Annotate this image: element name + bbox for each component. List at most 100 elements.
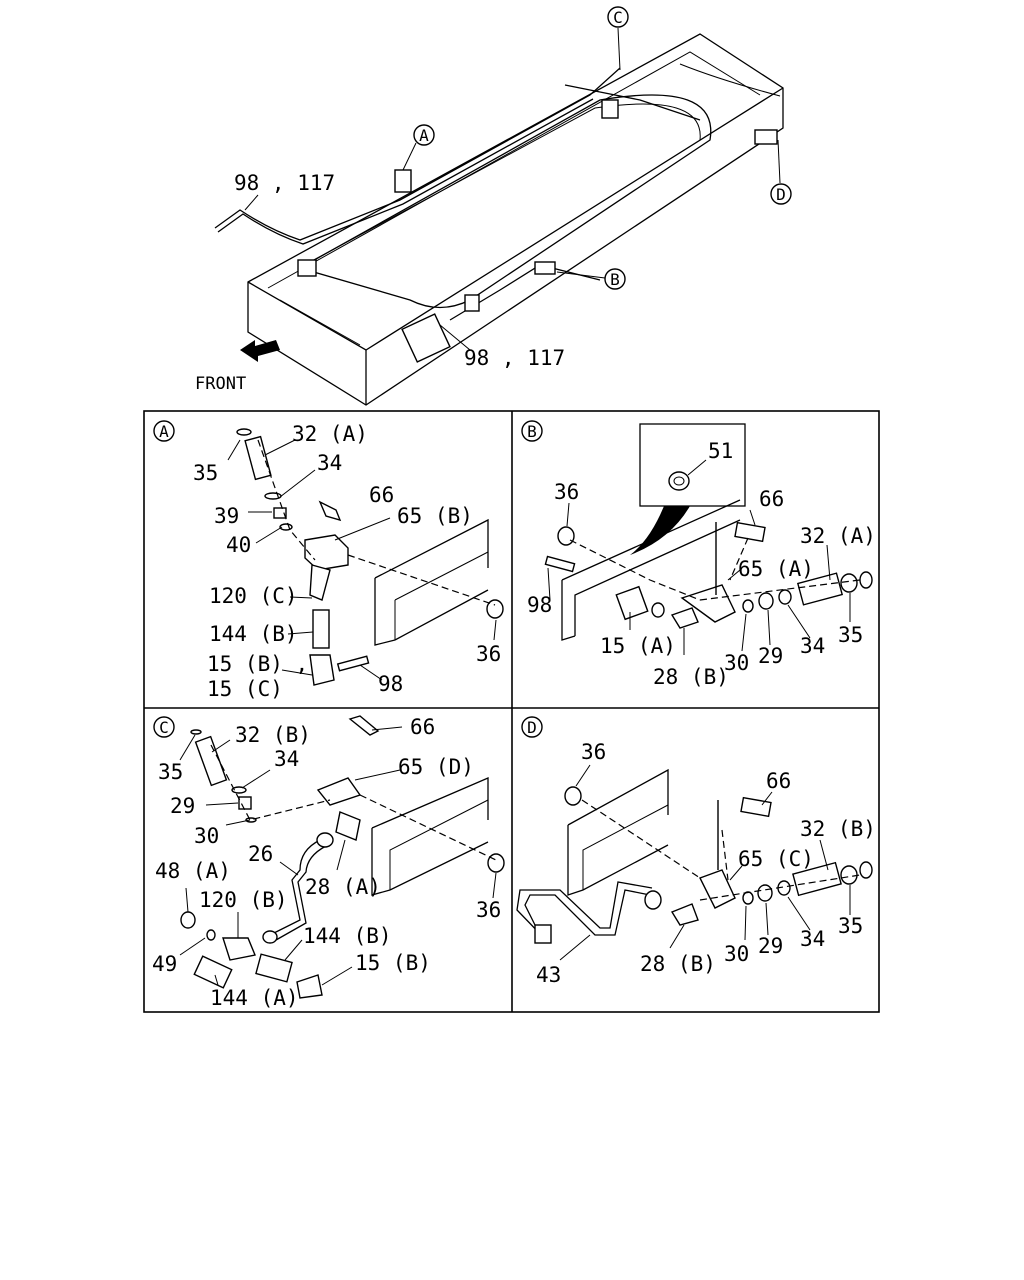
part-32a-b: [796, 572, 844, 606]
marker-b-circle: [604, 268, 626, 290]
label-b-98: 98: [527, 593, 552, 617]
label-a-35: 35: [193, 461, 218, 485]
part-51: [668, 471, 690, 491]
detail-panel-a: A 32 (A) 35 34 66 39: [153, 420, 504, 701]
label-b-28b: 28 (B): [653, 665, 729, 689]
panel-d-marker: D: [527, 718, 537, 737]
label-a-15b: 15 (B) ,: [207, 652, 308, 676]
label-a-32a: 32 (A): [292, 422, 368, 446]
connector-a-part: [394, 169, 412, 193]
label-c-49: 49: [152, 952, 177, 976]
label-b-65a: 65 (A): [738, 557, 814, 581]
part-32b-d: [792, 861, 842, 897]
part-15a: [615, 585, 649, 621]
pipe-26: [269, 839, 321, 936]
label-d-43: 43: [536, 963, 561, 987]
part-32a-a: [244, 435, 272, 481]
panel-c-marker: C: [159, 718, 169, 737]
callout-pipe-top: 98 , 117: [234, 171, 335, 195]
connector-c-part: [601, 99, 619, 119]
label-d-36: 36: [581, 740, 606, 764]
label-b-30: 30: [724, 651, 749, 675]
marker-b: B: [610, 270, 620, 289]
tank-body: [298, 94, 712, 309]
label-c-32b: 32 (B): [235, 723, 311, 747]
pipe-upper: [214, 67, 621, 241]
label-a-66: 66: [369, 483, 394, 507]
detail-panel-c: C: [152, 715, 505, 1010]
marker-a: A: [419, 126, 429, 145]
pipe-43: [524, 889, 651, 936]
label-d-30: 30: [724, 942, 749, 966]
frame-beam-b: [561, 499, 741, 641]
label-d-65c: 65 (C): [738, 847, 814, 871]
label-b-32a: 32 (A): [800, 524, 876, 548]
label-c-29: 29: [170, 794, 195, 818]
pipe-lower: [449, 264, 601, 321]
front-arrow-icon: [240, 340, 280, 362]
label-c-34: 34: [274, 747, 299, 771]
label-a-65b: 65 (B): [397, 504, 473, 528]
label-c-26: 26: [248, 842, 273, 866]
bracket-part: [297, 259, 317, 277]
label-c-36: 36: [476, 898, 501, 922]
label-b-34: 34: [800, 634, 825, 658]
connector-b-part: [534, 261, 556, 275]
label-a-34: 34: [317, 451, 342, 475]
label-d-29: 29: [758, 934, 783, 958]
connector-d-part: [754, 129, 778, 145]
label-c-35: 35: [158, 760, 183, 784]
frame-rail: [247, 33, 784, 406]
label-b-66: 66: [759, 487, 784, 511]
label-b-35: 35: [838, 623, 863, 647]
label-a-98: 98: [378, 672, 403, 696]
part-65d-bracket: [316, 777, 362, 806]
label-c-48a: 48 (A): [155, 859, 231, 883]
panel-b-marker: B: [527, 422, 537, 441]
marker-c-circle: [607, 6, 629, 28]
label-a-39: 39: [214, 504, 239, 528]
label-c-30: 30: [194, 824, 219, 848]
label-d-32b: 32 (B): [800, 817, 876, 841]
marker-c: C: [613, 8, 623, 27]
label-d-66: 66: [766, 769, 791, 793]
detail-panel-d: D 36 66: [516, 716, 876, 987]
marker-d-circle: [770, 183, 792, 205]
part-65b-bracket: [304, 534, 349, 571]
marker-d: D: [776, 185, 786, 204]
label-a-15c: 15 (C): [207, 677, 283, 701]
frame-beam-c: [371, 777, 489, 896]
part-32b-c: [194, 735, 228, 787]
label-c-28a: 28 (A): [305, 875, 381, 899]
marker-a-circle: [413, 124, 435, 146]
frame-beam-d: [567, 768, 669, 896]
label-b-15a: 15 (A): [600, 634, 676, 658]
label-c-66: 66: [410, 715, 435, 739]
callout-pipe-bottom: 98 , 117: [464, 346, 565, 370]
label-c-65d: 65 (D): [398, 755, 474, 779]
label-d-28b: 28 (B): [640, 952, 716, 976]
label-c-120b: 120 (B): [199, 888, 288, 912]
overview-illustration: C A B D 98 , 117 98 , 117 FRONT: [195, 6, 792, 406]
label-b-51: 51: [708, 439, 733, 463]
panel-a-marker: A: [159, 422, 169, 441]
label-c-15b: 15 (B): [355, 951, 431, 975]
junction-block: [401, 313, 451, 363]
label-c-144b: 144 (B): [303, 924, 392, 948]
label-b-36: 36: [554, 480, 579, 504]
inset-box: [639, 423, 746, 507]
label-b-29: 29: [758, 644, 783, 668]
label-a-40: 40: [226, 533, 251, 557]
label-a-144b: 144 (B): [209, 622, 298, 646]
label-d-35: 35: [838, 914, 863, 938]
label-d-34: 34: [800, 927, 825, 951]
label-c-144a: 144 (A): [210, 986, 299, 1010]
detail-panel-b: B: [521, 420, 876, 689]
label-a-36: 36: [476, 642, 501, 666]
front-label: FRONT: [195, 374, 246, 394]
part-65c-bracket: [699, 869, 736, 909]
part-65a-bracket: [680, 584, 736, 623]
part-120b: [222, 937, 256, 961]
frame-beam-a: [374, 518, 489, 646]
